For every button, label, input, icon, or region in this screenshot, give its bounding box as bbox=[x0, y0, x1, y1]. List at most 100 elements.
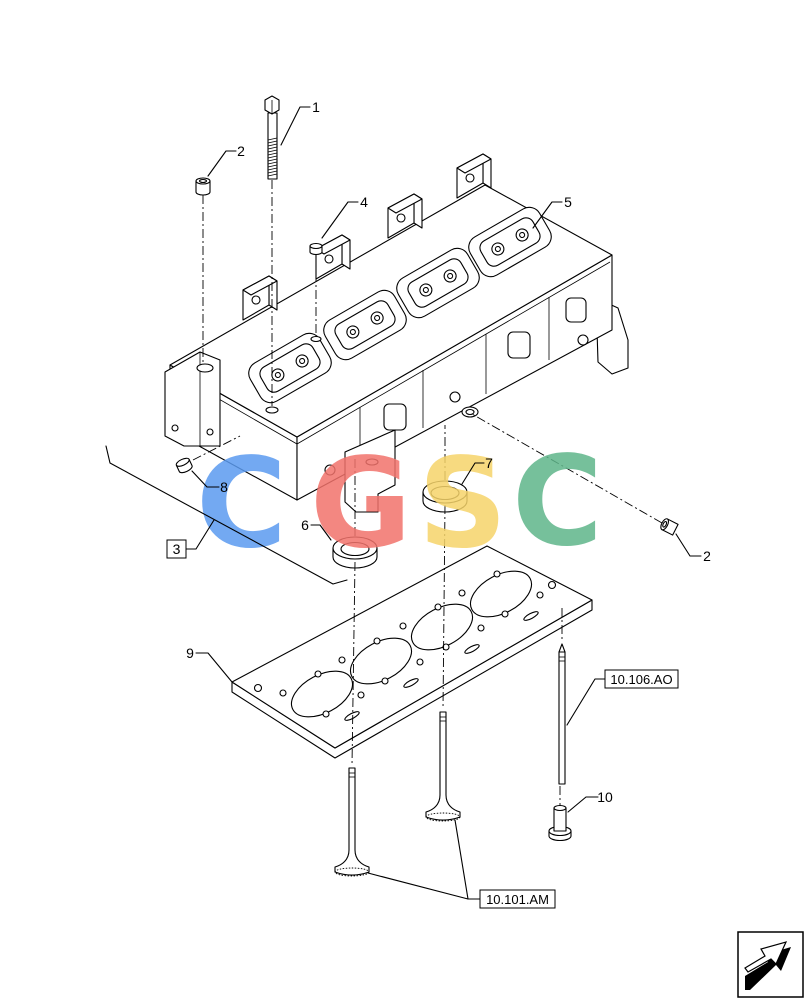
gasket-bolt-hole bbox=[493, 570, 501, 578]
valve-stem-end bbox=[519, 231, 526, 239]
center-line-seal-7-down bbox=[442, 504, 446, 710]
rod-body bbox=[558, 651, 566, 785]
valve-left bbox=[334, 767, 370, 877]
gasket-bolt-hole bbox=[442, 643, 450, 651]
head-bolt-boss bbox=[324, 464, 336, 476]
leader-8 bbox=[191, 470, 220, 488]
cap-recess bbox=[662, 520, 668, 528]
cap-recess bbox=[198, 178, 208, 184]
gasket-bolt-hole bbox=[501, 610, 509, 618]
rod-tip bbox=[558, 643, 566, 653]
gasket-bolt-hole bbox=[279, 689, 287, 697]
gasket-bolt-hole bbox=[373, 637, 381, 645]
valve-stem-end bbox=[274, 371, 281, 379]
head-bracket-bore bbox=[196, 363, 214, 373]
pocket-floor bbox=[407, 258, 469, 308]
leader-7 bbox=[461, 462, 485, 485]
valve-stem-end bbox=[374, 314, 381, 322]
valve-stem-end bbox=[349, 328, 356, 336]
valve-spring-pockets bbox=[248, 206, 552, 404]
head-plug-hole bbox=[310, 335, 322, 343]
cap-part-right bbox=[660, 518, 679, 536]
bolt-thread bbox=[267, 158, 278, 162]
cam-tower-bore bbox=[465, 173, 475, 183]
leader-9 bbox=[195, 652, 233, 683]
gasket-dowel-hole bbox=[253, 683, 263, 693]
callout-3-box bbox=[166, 539, 187, 559]
gasket-bolt-hole bbox=[416, 658, 424, 666]
callout-2-right: 2 bbox=[703, 548, 711, 564]
head-bracket-hole bbox=[206, 428, 214, 436]
valve-face bbox=[425, 812, 461, 822]
valve-pocket bbox=[248, 332, 332, 404]
valve-stem-end bbox=[299, 357, 306, 365]
reference-box-guide[interactable] bbox=[604, 669, 679, 689]
leader-3-bracket bbox=[105, 445, 348, 585]
bolt-thread bbox=[267, 167, 278, 171]
pocket-floor bbox=[479, 217, 541, 267]
center-line-plug-8 bbox=[192, 435, 241, 461]
head-bolt-part bbox=[264, 95, 280, 180]
gasket-bore bbox=[290, 670, 354, 718]
plug-top bbox=[175, 457, 190, 467]
gasket-bolt-hole bbox=[458, 589, 466, 597]
head-port bbox=[507, 331, 531, 359]
pocket-floor bbox=[334, 300, 396, 350]
cam-tower bbox=[456, 153, 492, 199]
next-page-arrow-icon[interactable] bbox=[737, 931, 804, 998]
valve-pocket bbox=[323, 289, 407, 361]
center-line-cap-right bbox=[471, 413, 663, 524]
bolt-thread bbox=[267, 170, 278, 174]
watermark-letter-s-yellow: S bbox=[418, 432, 507, 576]
head-bolt-hole bbox=[265, 406, 279, 414]
bolt-thread bbox=[267, 149, 278, 153]
reference-box-valves[interactable] bbox=[479, 889, 556, 909]
gasket-bolt-hole bbox=[399, 622, 407, 630]
plug-part-4 bbox=[309, 242, 323, 256]
valve-pocket bbox=[396, 247, 480, 319]
gasket-oil-slot bbox=[344, 711, 360, 721]
next-page-arrow-shadow bbox=[745, 947, 791, 990]
leader-4 bbox=[321, 201, 359, 239]
part-10-stem bbox=[553, 807, 567, 832]
reference-label-valves[interactable]: 10.101.AM bbox=[486, 892, 549, 907]
cam-tower-top bbox=[387, 193, 423, 214]
gasket-bolt-hole bbox=[357, 691, 365, 699]
gasket-bolt-hole bbox=[314, 670, 322, 678]
valve-stem-end bbox=[422, 286, 429, 294]
callout-2-upper: 2 bbox=[237, 143, 245, 159]
leader-2-upper bbox=[207, 150, 237, 177]
valve-stem-end bbox=[494, 245, 501, 253]
reference-link-guide[interactable]: 10.106.AO bbox=[604, 669, 679, 689]
bolt-thread bbox=[267, 164, 278, 168]
bolt-thread bbox=[267, 161, 278, 165]
cam-tower-top bbox=[456, 153, 492, 174]
guide-rod-part bbox=[558, 643, 566, 785]
cam-tower-bore bbox=[324, 254, 334, 264]
bolt-thread bbox=[267, 143, 278, 147]
part-10 bbox=[548, 804, 572, 842]
gasket-bore bbox=[469, 570, 533, 618]
leader-5 bbox=[532, 201, 563, 229]
head-bolt-boss bbox=[449, 391, 461, 403]
bolt-thread bbox=[267, 155, 278, 159]
watermark-letter-g-red: G bbox=[310, 432, 412, 576]
pocket-rim bbox=[248, 332, 332, 404]
head-plug-port-inner bbox=[465, 408, 475, 416]
reference-label-guide[interactable]: 10.106.AO bbox=[610, 672, 672, 687]
pocket-rim bbox=[396, 247, 480, 319]
gasket-bolt-hole bbox=[381, 677, 389, 685]
valve-right bbox=[425, 711, 461, 822]
pocket-rim bbox=[468, 206, 552, 278]
bolt-thread bbox=[267, 137, 278, 141]
gasket-small-holes bbox=[253, 570, 557, 721]
gasket-bolt-hole bbox=[536, 591, 544, 599]
watermark-letter-c-green: C bbox=[512, 430, 603, 574]
seal-ring-6 bbox=[332, 536, 378, 569]
plug-part-8 bbox=[175, 457, 193, 474]
gasket-bolt-hole bbox=[434, 603, 442, 611]
leader-10 bbox=[567, 796, 599, 813]
cap-part-upper bbox=[195, 177, 211, 196]
reference-link-valves[interactable]: 10.101.AM bbox=[479, 889, 556, 909]
